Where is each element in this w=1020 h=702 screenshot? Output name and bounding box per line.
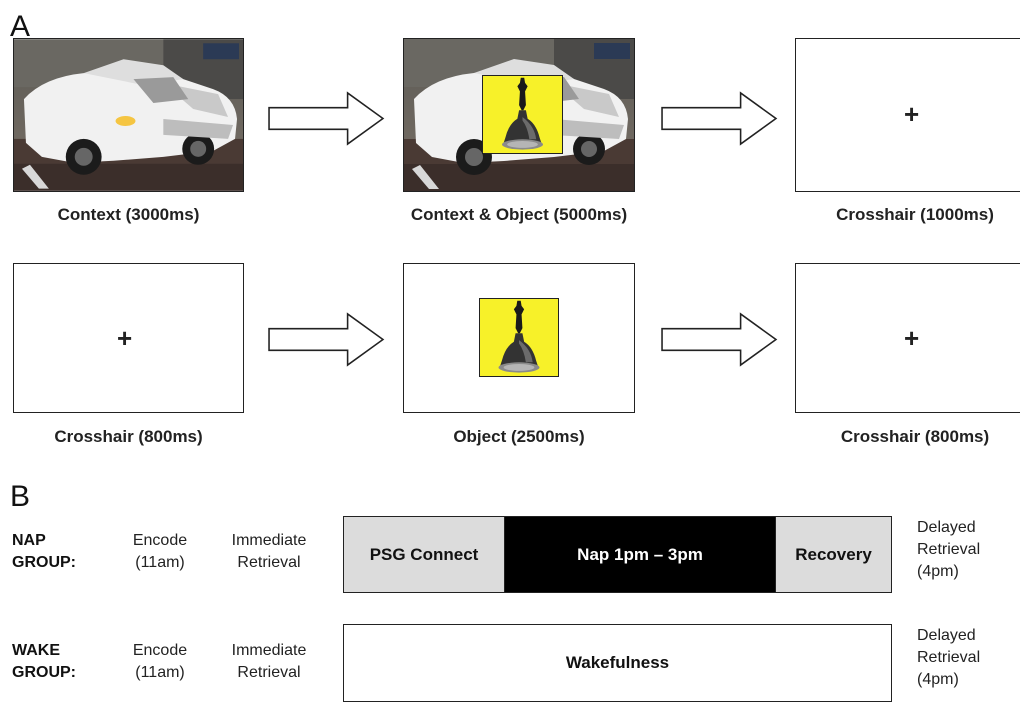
delayed-line: Retrieval bbox=[917, 541, 981, 558]
object-square bbox=[482, 75, 563, 154]
panel-b-label: B bbox=[10, 480, 31, 513]
group-label-line: WAKE bbox=[12, 642, 60, 659]
object-frame bbox=[403, 263, 635, 413]
wake-group-label: WAKE GROUP: bbox=[12, 640, 76, 684]
crosshair-caption: Crosshair (800ms) bbox=[54, 427, 203, 446]
nap-delayed-label: Delayed Retrieval (4pm) bbox=[917, 517, 980, 583]
nap-segment: Nap 1pm – 3pm bbox=[505, 517, 775, 592]
crosshair-frame: + bbox=[795, 263, 1020, 413]
wakefulness-segment: Wakefulness bbox=[344, 625, 891, 701]
encode-time: (11am) bbox=[135, 554, 185, 571]
delayed-time: (4pm) bbox=[917, 563, 959, 580]
delayed-line: Retrieval bbox=[917, 649, 981, 666]
recovery-segment: Recovery bbox=[775, 517, 891, 592]
context-object-image bbox=[403, 38, 635, 192]
context-caption: Context (3000ms) bbox=[57, 205, 200, 224]
immediate-line: Retrieval bbox=[237, 554, 301, 571]
wake-encode-label: Encode (11am) bbox=[117, 640, 203, 684]
crosshair-icon: + bbox=[904, 323, 920, 353]
wake-delayed-label: Delayed Retrieval (4pm) bbox=[917, 625, 980, 691]
immediate-line: Immediate bbox=[231, 532, 307, 549]
object-square bbox=[479, 298, 559, 377]
encode-line: Encode bbox=[132, 642, 188, 659]
crosshair-frame: + bbox=[795, 38, 1020, 192]
crosshair-frame: + bbox=[13, 263, 244, 413]
panel-a-label: A bbox=[10, 10, 31, 43]
right-arrow-icon bbox=[267, 312, 385, 367]
context-object-caption: Context & Object (5000ms) bbox=[410, 205, 628, 224]
crosshair-caption: Crosshair (800ms) bbox=[840, 427, 990, 446]
psg-connect-segment: PSG Connect bbox=[344, 517, 505, 592]
right-arrow-icon bbox=[660, 91, 778, 146]
immediate-line: Retrieval bbox=[237, 664, 301, 681]
group-label-line: GROUP: bbox=[12, 554, 76, 571]
delayed-line: Delayed bbox=[917, 519, 976, 536]
wake-immediate-label: Immediate Retrieval bbox=[212, 640, 326, 684]
encode-line: Encode bbox=[132, 532, 188, 549]
nap-immediate-label: Immediate Retrieval bbox=[212, 530, 326, 574]
right-arrow-icon bbox=[660, 312, 778, 367]
crosshair-icon: + bbox=[117, 323, 133, 353]
group-label-line: GROUP: bbox=[12, 664, 76, 681]
wake-timeline-bar: Wakefulness bbox=[343, 624, 892, 702]
group-label-line: NAP bbox=[12, 532, 46, 549]
right-arrow-icon bbox=[267, 91, 385, 146]
crosshair-icon: + bbox=[904, 99, 920, 129]
nap-timeline-bar: PSG Connect Nap 1pm – 3pm Recovery bbox=[343, 516, 892, 593]
encode-time: (11am) bbox=[135, 664, 185, 681]
nap-encode-label: Encode (11am) bbox=[117, 530, 203, 574]
context-image bbox=[13, 38, 244, 192]
crosshair-caption: Crosshair (1000ms) bbox=[836, 205, 994, 224]
delayed-line: Delayed bbox=[917, 627, 976, 644]
object-caption: Object (2500ms) bbox=[453, 427, 585, 446]
immediate-line: Immediate bbox=[231, 642, 307, 659]
delayed-time: (4pm) bbox=[917, 671, 959, 688]
nap-group-label: NAP GROUP: bbox=[12, 530, 76, 574]
